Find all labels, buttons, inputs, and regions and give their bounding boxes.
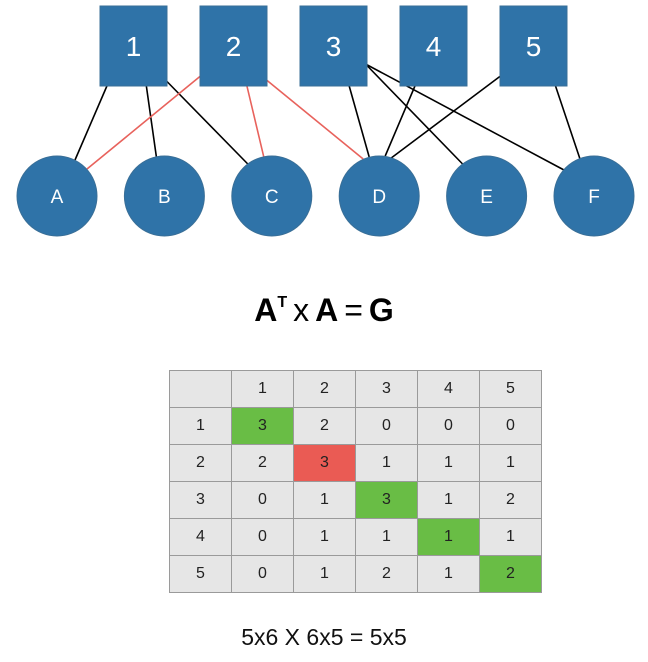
matrix-cell: 1 [293,555,356,593]
equation-matrix-g: G [368,292,394,328]
nodes-layer: 1 2 3 4 5A B C D E F [16,5,635,237]
bottom-node-label: C [265,187,279,208]
edges-layer [74,63,581,171]
matrix-corner-cell [169,370,232,408]
matrix-row-header: 2 [169,444,232,482]
matrix-cell: 1 [479,518,542,556]
bottom-node-f: F [553,155,635,237]
bottom-node-label: B [158,187,171,208]
matrix-cell: 0 [231,555,294,593]
bottom-node-e: E [446,155,528,237]
matrix-cell: 1 [355,518,418,556]
matrix-cell: 2 [231,444,294,482]
equation-matrix-a2: A [315,292,339,328]
matrix-column-header: 4 [417,370,480,408]
equation-transpose: T [277,294,288,311]
matrix-column-header: 2 [293,370,356,408]
matrix-cell: 1 [417,444,480,482]
matrix-cell: 2 [355,555,418,593]
edge-1-c [164,79,249,165]
matrix-cell: 0 [231,481,294,519]
matrix-row-header: 5 [169,555,232,593]
top-node-2: 2 [199,5,268,87]
edge-5-f [552,79,581,160]
edge-2-a [86,75,202,170]
matrix-column-header: 5 [479,370,542,408]
matrix-row-header: 1 [169,407,232,445]
matrix-cell: 0 [479,407,542,445]
bottom-node-d: D [338,155,420,237]
bottom-node-b: B [123,155,205,237]
edge-1-a [74,79,111,161]
edge-2-d [265,79,364,160]
matrix-cell: 1 [293,481,356,519]
matrix-cell: 1 [479,444,542,482]
top-node-5: 5 [499,5,568,87]
equation-equals: = [344,292,363,328]
matrix-cell: 1 [355,444,418,482]
matrix-row-header: 3 [169,481,232,519]
top-node-1: 1 [99,5,168,87]
bottom-node-c: C [231,155,313,237]
top-node-label: 2 [226,31,242,62]
matrix-diagonal-cell: 3 [293,444,356,482]
matrix-diagonal-cell: 1 [417,518,480,556]
matrix-cell: 1 [417,555,480,593]
matrix-row-header: 4 [169,518,232,556]
matrix-cell: 2 [479,481,542,519]
edge-2-c [244,79,265,158]
edge-1-b [144,79,158,158]
edge-3-d [346,79,370,158]
bottom-node-label: E [480,187,493,208]
matrix-cell: 0 [417,407,480,445]
matrix-column-header: 1 [231,370,294,408]
top-node-label: 1 [126,31,142,62]
top-node-3: 3 [299,5,368,87]
matrix-cell: 2 [293,407,356,445]
equation-times: x [293,292,310,328]
matrix-diagonal-cell: 2 [479,555,542,593]
top-node-4: 4 [399,5,468,87]
bottom-node-label: F [588,187,600,208]
matrix-diagonal-cell: 3 [355,481,418,519]
matrix-cell: 1 [417,481,480,519]
edge-3-f [365,63,565,171]
bottom-node-label: A [51,187,64,208]
matrix-diagonal-cell: 3 [231,407,294,445]
edge-3-e [364,63,464,165]
edge-5-d [390,75,501,159]
bottom-node-a: A [16,155,98,237]
top-node-label: 3 [326,31,342,62]
top-node-label: 5 [526,31,542,62]
matrix-cell: 0 [231,518,294,556]
top-node-label: 4 [426,31,442,62]
dimensions-caption: 5x6 X 6x5 = 5x5 [241,624,407,650]
matrix-column-header: 3 [355,370,418,408]
matrix-cell: 1 [293,518,356,556]
matrix-cell: 0 [355,407,418,445]
bottom-node-label: D [372,187,386,208]
edge-4-d [384,79,419,157]
equation-matrix-a: A [254,292,278,328]
bipartite-graph: 1 2 3 4 5A B C D E F [16,5,635,237]
